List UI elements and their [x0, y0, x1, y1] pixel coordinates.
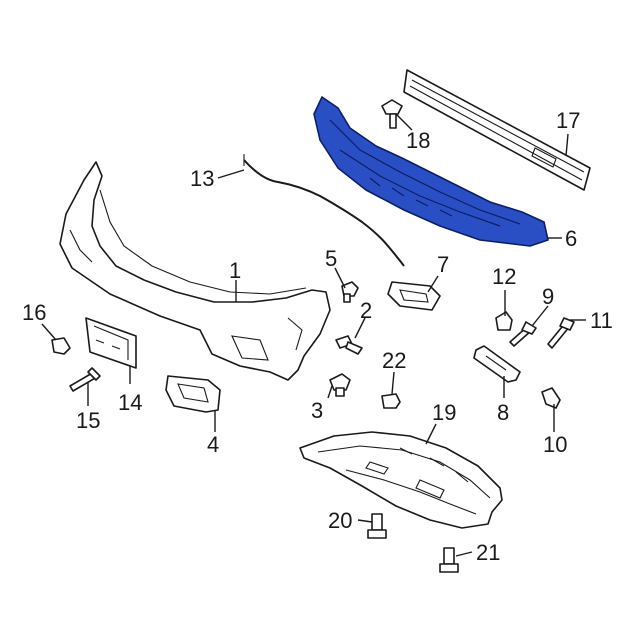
callout-15[interactable]: 15 — [76, 408, 100, 433]
part-bumper-cover[interactable] — [59, 161, 331, 381]
leader-18 — [395, 113, 413, 131]
leader-16 — [41, 323, 57, 341]
callout-20[interactable]: 20 — [328, 508, 352, 533]
leader-7 — [427, 275, 439, 293]
part-bolt-21[interactable] — [439, 547, 459, 573]
callout-4[interactable]: 4 — [207, 432, 219, 457]
callout-5[interactable]: 5 — [325, 246, 337, 271]
part-bolt-18[interactable] — [381, 99, 403, 129]
callout-2[interactable]: 2 — [360, 298, 372, 323]
leader-13 — [217, 169, 245, 179]
callout-18[interactable]: 18 — [406, 128, 430, 153]
part-reinforcement-bar[interactable] — [403, 69, 591, 191]
leader-5 — [334, 267, 346, 289]
part-seal-strip[interactable] — [243, 154, 405, 267]
callout-labels: 1 2 3 4 5 6 7 8 9 10 11 12 13 14 15 16 1… — [22, 108, 613, 565]
leader-3 — [327, 385, 333, 399]
callout-19[interactable]: 19 — [432, 400, 456, 425]
part-bolt-5[interactable] — [341, 281, 359, 303]
leader-21 — [455, 551, 473, 557]
part-bracket-7[interactable] — [387, 281, 441, 311]
part-license-bracket[interactable] — [85, 317, 137, 369]
part-bolt-2[interactable] — [335, 335, 363, 355]
callout-11[interactable]: 11 — [590, 308, 613, 333]
callout-6[interactable]: 6 — [565, 226, 577, 251]
callout-17[interactable]: 17 — [556, 108, 580, 133]
leader-19 — [425, 423, 437, 445]
part-bolt-11[interactable] — [547, 317, 575, 349]
callout-1[interactable]: 1 — [229, 258, 241, 283]
callout-14[interactable]: 14 — [118, 390, 142, 415]
part-energy-absorber[interactable] — [313, 96, 549, 247]
part-bracket-8[interactable] — [473, 345, 521, 383]
part-clip-16[interactable] — [51, 337, 71, 355]
callout-16[interactable]: 16 — [22, 300, 46, 325]
leader-9 — [531, 305, 549, 327]
callout-8[interactable]: 8 — [497, 400, 509, 425]
leader-22 — [391, 371, 395, 395]
callout-13[interactable]: 13 — [190, 166, 214, 191]
callout-10[interactable]: 10 — [543, 432, 567, 457]
leader-lines — [41, 113, 586, 557]
part-splash-shield[interactable] — [299, 431, 503, 529]
part-nut-12[interactable] — [495, 311, 513, 331]
callout-9[interactable]: 9 — [542, 284, 554, 309]
part-bolt-3[interactable] — [329, 373, 351, 397]
leader-2 — [354, 317, 366, 339]
callout-22[interactable]: 22 — [382, 348, 406, 373]
leader-20 — [357, 519, 373, 523]
part-bracket-10[interactable] — [541, 387, 561, 409]
callout-12[interactable]: 12 — [492, 264, 516, 289]
leader-17 — [565, 133, 569, 157]
callout-21[interactable]: 21 — [476, 540, 500, 565]
part-pin-15[interactable] — [69, 367, 101, 392]
callout-7[interactable]: 7 — [437, 252, 449, 277]
callout-3[interactable]: 3 — [311, 398, 323, 423]
part-fog-bezel[interactable] — [165, 375, 221, 413]
part-bolt-20[interactable] — [367, 513, 387, 539]
part-clip-22[interactable] — [381, 393, 401, 409]
